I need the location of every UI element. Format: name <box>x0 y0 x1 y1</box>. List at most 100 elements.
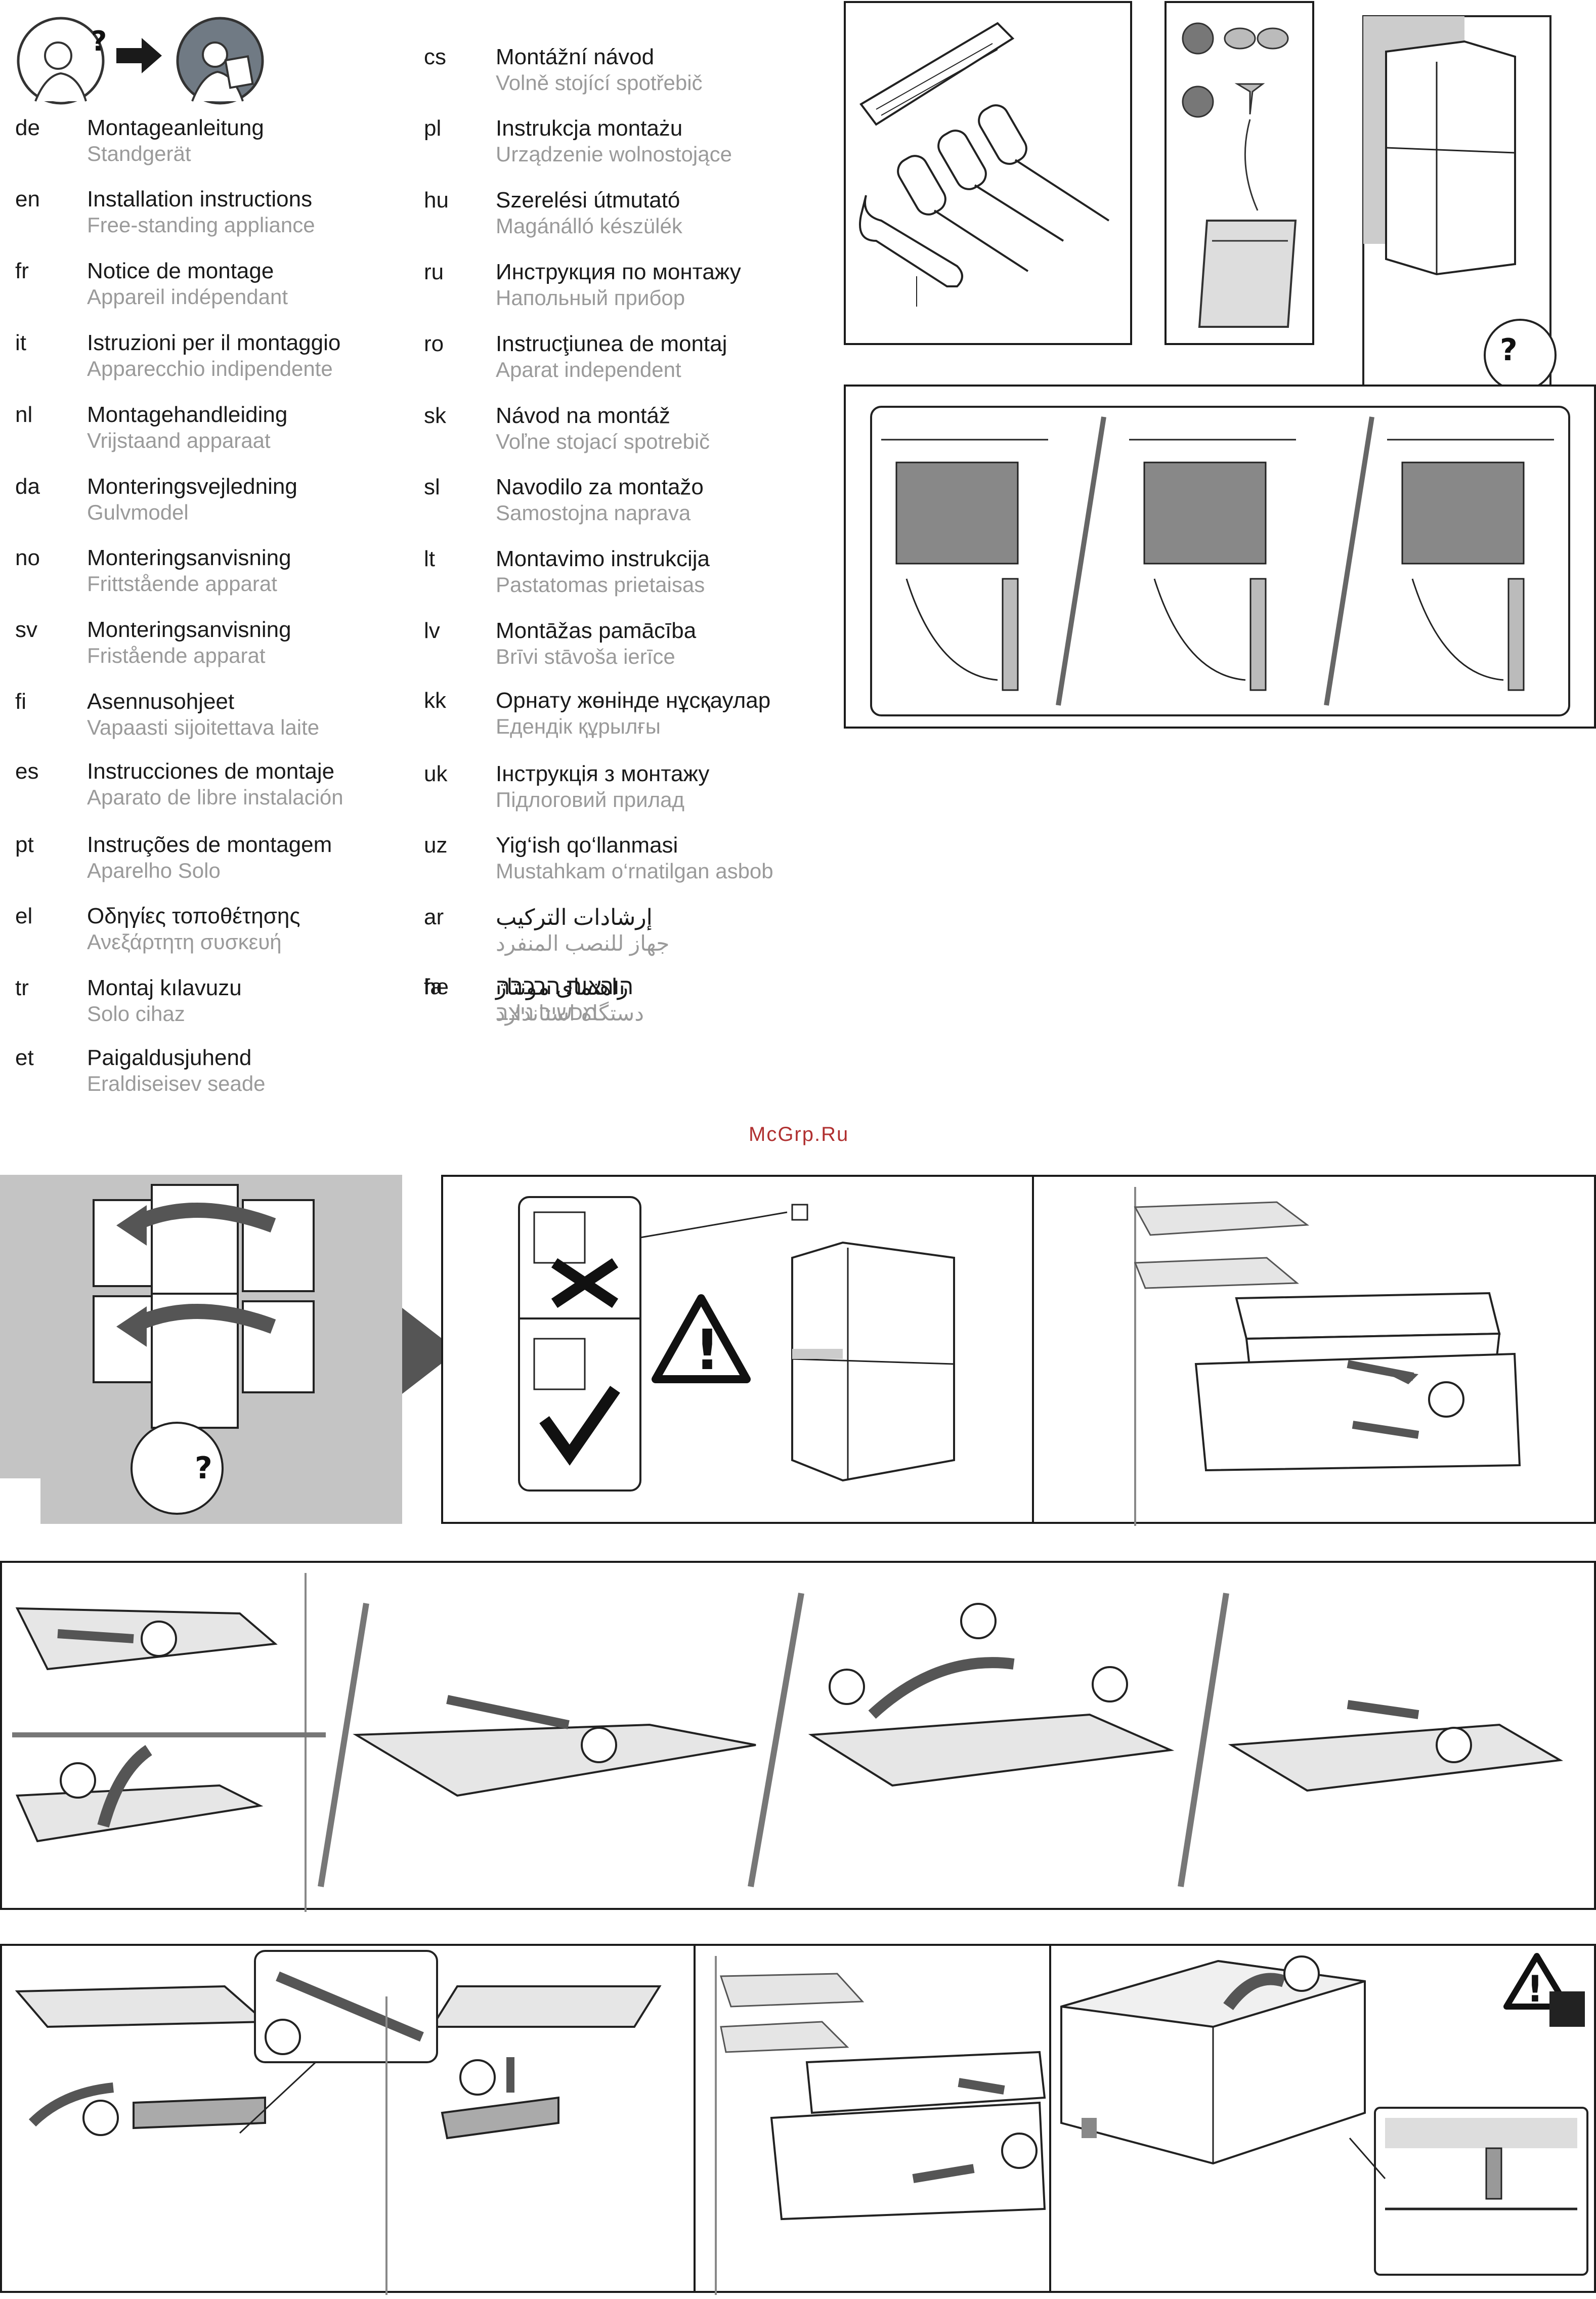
watermark: McGrp.Ru <box>749 1123 849 1145</box>
lang-subtitle-ar: جهاز للنصب المنفرد <box>496 931 670 955</box>
lang-code-cs: cs <box>424 45 446 69</box>
lang-title-fa: راهنمای مونتاژ <box>496 975 628 1000</box>
svg-text:?: ? <box>91 25 107 57</box>
insert-drawers-panel <box>694 1944 1051 2295</box>
lang-subtitle-ro: Aparat independent <box>496 358 681 381</box>
lang-title-en: Installation instructions <box>87 187 313 211</box>
lang-title-de: Montageanleitung <box>87 115 264 140</box>
lang-title-da: Monteringsvejledning <box>87 474 297 499</box>
lang-subtitle-cs: Volně stojící spotřebič <box>496 71 703 95</box>
lang-title-kk: Орнату жөнінде нұсқаулар <box>496 688 771 713</box>
lang-title-et: Paigaldusjuhend <box>87 1045 252 1070</box>
lang-subtitle-de: Standgerät <box>87 142 191 165</box>
lang-title-lv: Montāžas pamācība <box>496 618 697 643</box>
lang-subtitle-pt: Aparelho Solo <box>87 859 221 882</box>
lang-title-ro: Instrucţiunea de montaj <box>496 331 727 356</box>
lang-code-el: el <box>15 904 33 928</box>
lang-title-sk: Návod na montáž <box>496 403 670 428</box>
remove-drawers-panel <box>1032 1175 1596 1526</box>
lang-code-ar: ar <box>424 905 444 929</box>
lang-code-ru: ru <box>424 260 444 284</box>
lang-subtitle-uk: Підлоговий прилад <box>496 788 684 812</box>
lang-code-et: et <box>15 1045 34 1070</box>
lang-subtitle-sl: Samostojna naprava <box>496 501 691 525</box>
lang-subtitle-fr: Appareil indépendant <box>87 285 288 309</box>
svg-text:?: ? <box>195 1451 212 1486</box>
shelf-adjustment-panel <box>0 1561 1596 1912</box>
svg-text:!: ! <box>695 1317 720 1382</box>
lang-code-hu: hu <box>424 188 449 212</box>
lang-title-pt: Instruções de montagem <box>87 832 332 857</box>
lang-code-lt: lt <box>424 546 435 571</box>
person-question-icon: ? <box>17 17 107 105</box>
lang-subtitle-it: Apparecchio indipendente <box>87 357 333 380</box>
lang-title-cs: Montážní návod <box>496 45 655 69</box>
feet-adjustment-panel: ! <box>1049 1944 1596 2293</box>
lang-subtitle-lt: Pastatomas prietaisas <box>496 573 705 597</box>
lang-code-sv: sv <box>15 617 37 642</box>
lang-code-ro: ro <box>424 331 444 356</box>
lang-subtitle-lv: Brīvi stāvoša ierīce <box>496 645 675 668</box>
lang-code-pl: pl <box>424 116 442 141</box>
arrow-right-icon <box>402 1308 458 1394</box>
lang-code-fi: fi <box>15 689 26 714</box>
lang-title-sv: Monteringsanvisning <box>87 617 291 642</box>
door-clearance-panel <box>844 385 1596 729</box>
lang-title-ar: إرشادات التركيب <box>496 905 653 930</box>
lang-title-fr: Notice de montage <box>87 259 274 283</box>
lang-subtitle-uz: Mustahkam o‘rnatilgan asbob <box>496 859 773 883</box>
lang-title-he: הוראות הרכבה <box>496 974 633 999</box>
lang-subtitle-sk: Voľne stojací spotrebič <box>496 430 710 453</box>
lang-code-da: da <box>15 474 40 499</box>
arrow-right-icon <box>116 38 162 73</box>
lang-code-pt: pt <box>15 832 34 857</box>
svg-text:?: ? <box>1500 332 1518 368</box>
lang-subtitle-da: Gulvmodel <box>87 500 189 524</box>
lang-title-lt: Montavimo instrukcija <box>496 546 710 571</box>
lang-code-es: es <box>15 759 39 784</box>
tools-panel <box>844 1 1132 345</box>
lang-title-pl: Instrukcja montażu <box>496 116 683 141</box>
lang-title-ru: Инструкция по монтажу <box>496 260 741 284</box>
lang-subtitle-he: מכשיר ניצב <box>496 1001 597 1025</box>
lang-code-kk: kk <box>424 688 446 713</box>
lang-title-fi: Asennusohjeet <box>87 689 235 714</box>
lang-subtitle-es: Aparato de libre instalación <box>87 785 343 809</box>
lang-subtitle-fa: دستگاه استاندارد <box>496 1001 644 1025</box>
lang-title-tr: Montaj kılavuzu <box>87 975 242 1000</box>
lang-code-nl: nl <box>15 402 33 427</box>
lang-code-tr: tr <box>15 975 29 1000</box>
door-reversal-panel: ? <box>0 1175 402 1524</box>
lang-subtitle-kk: Едендік құрылғы <box>496 714 661 738</box>
screws-panel <box>1164 1 1314 345</box>
person-reading-icon <box>176 17 264 105</box>
lang-code-lv: lv <box>424 618 440 643</box>
lang-subtitle-no: Frittstående apparat <box>87 572 277 595</box>
power-plug-panel: ! <box>441 1175 1034 1524</box>
lang-subtitle-en: Free-standing appliance <box>87 213 315 237</box>
lang-subtitle-fi: Vapaasti sijoitettava laite <box>87 715 320 739</box>
lang-code-fa: fa <box>424 974 443 999</box>
lang-subtitle-et: Eraldiseisev seade <box>87 1072 266 1095</box>
lang-subtitle-ru: Напольный прибор <box>496 286 685 310</box>
lang-code-de: de <box>15 115 40 140</box>
lang-title-sl: Navodilo za montažo <box>496 475 704 499</box>
lang-title-es: Instrucciones de montaje <box>87 759 335 784</box>
lang-subtitle-tr: Solo cihaz <box>87 1002 185 1026</box>
lang-title-no: Monteringsanvisning <box>87 545 291 570</box>
lang-code-sk: sk <box>424 403 446 428</box>
lang-subtitle-nl: Vrijstaand apparaat <box>87 429 271 452</box>
lang-subtitle-el: Ανεξάρτητη συσκευή <box>87 930 282 954</box>
lang-code-en: en <box>15 187 40 211</box>
lang-title-it: Istruzioni per il montaggio <box>87 330 341 355</box>
lang-code-he: he <box>424 974 449 999</box>
lang-code-no: no <box>15 545 40 570</box>
lang-title-el: Οδηγίες τοποθέτησης <box>87 904 300 928</box>
lang-title-nl: Montagehandleiding <box>87 402 288 427</box>
lang-code-sl: sl <box>424 475 440 499</box>
lang-code-uz: uz <box>424 833 448 858</box>
svg-text:!: ! <box>1527 1968 1543 2010</box>
lang-subtitle-pl: Urządzenie wolnostojące <box>496 142 732 166</box>
lang-title-uz: Yig‘ish qo‘llanmasi <box>496 833 678 858</box>
lang-title-uk: Інструкція з монтажу <box>496 761 710 786</box>
